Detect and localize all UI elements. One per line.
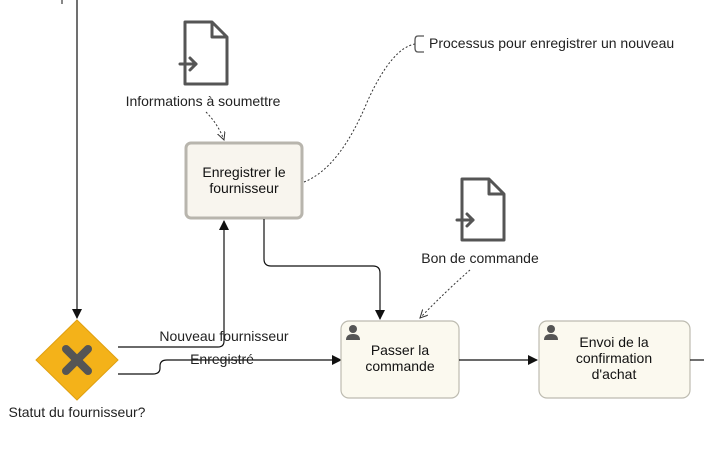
task-confirmation-line2: confirmation bbox=[576, 350, 652, 366]
task-register-line2: fournisseur bbox=[209, 180, 279, 196]
annotation-association bbox=[303, 43, 416, 183]
task-register-supplier[interactable]: Enregistrer le fournisseur bbox=[184, 141, 304, 220]
input-arrow-icon bbox=[455, 212, 475, 228]
flow-register-to-order[interactable] bbox=[263, 219, 385, 320]
user-icon bbox=[346, 325, 360, 340]
close-x-icon bbox=[62, 345, 92, 375]
association-info-to-register bbox=[205, 111, 224, 140]
input-arrow-icon bbox=[178, 56, 198, 72]
annotation-text: Processus pour enregistrer un nouveau bbox=[429, 35, 674, 51]
association-order-to-task bbox=[420, 269, 471, 318]
annotation-bracket bbox=[414, 35, 424, 53]
task-place-order[interactable]: Passer la commande bbox=[340, 320, 460, 399]
task-send-confirmation[interactable]: Envoi de la confirmation d'achat bbox=[538, 320, 691, 399]
gateway-label: Statut du fournisseur? bbox=[9, 404, 146, 420]
flow-label-registered: Enregistré bbox=[190, 351, 254, 367]
task-register-line1: Enregistrer le bbox=[202, 164, 285, 180]
data-object-order-label: Bon de commande bbox=[421, 250, 539, 266]
flow-gateway-to-order[interactable] bbox=[118, 355, 342, 375]
data-object-info-label: Informations à soumettre bbox=[126, 93, 281, 109]
data-object-order[interactable] bbox=[455, 177, 506, 242]
flow-gateway-to-register[interactable] bbox=[118, 220, 229, 348]
flow-label-new-supplier: Nouveau fournisseur bbox=[159, 328, 289, 344]
task-confirmation-line1: Envoi de la bbox=[579, 334, 648, 350]
user-icon bbox=[544, 325, 558, 340]
task-confirmation-line3: d'achat bbox=[592, 366, 637, 382]
gateway-exclusive[interactable] bbox=[35, 319, 119, 401]
data-object-info[interactable] bbox=[178, 20, 229, 86]
task-order-line1: Passer la bbox=[371, 342, 430, 358]
task-order-line2: commande bbox=[365, 358, 434, 374]
